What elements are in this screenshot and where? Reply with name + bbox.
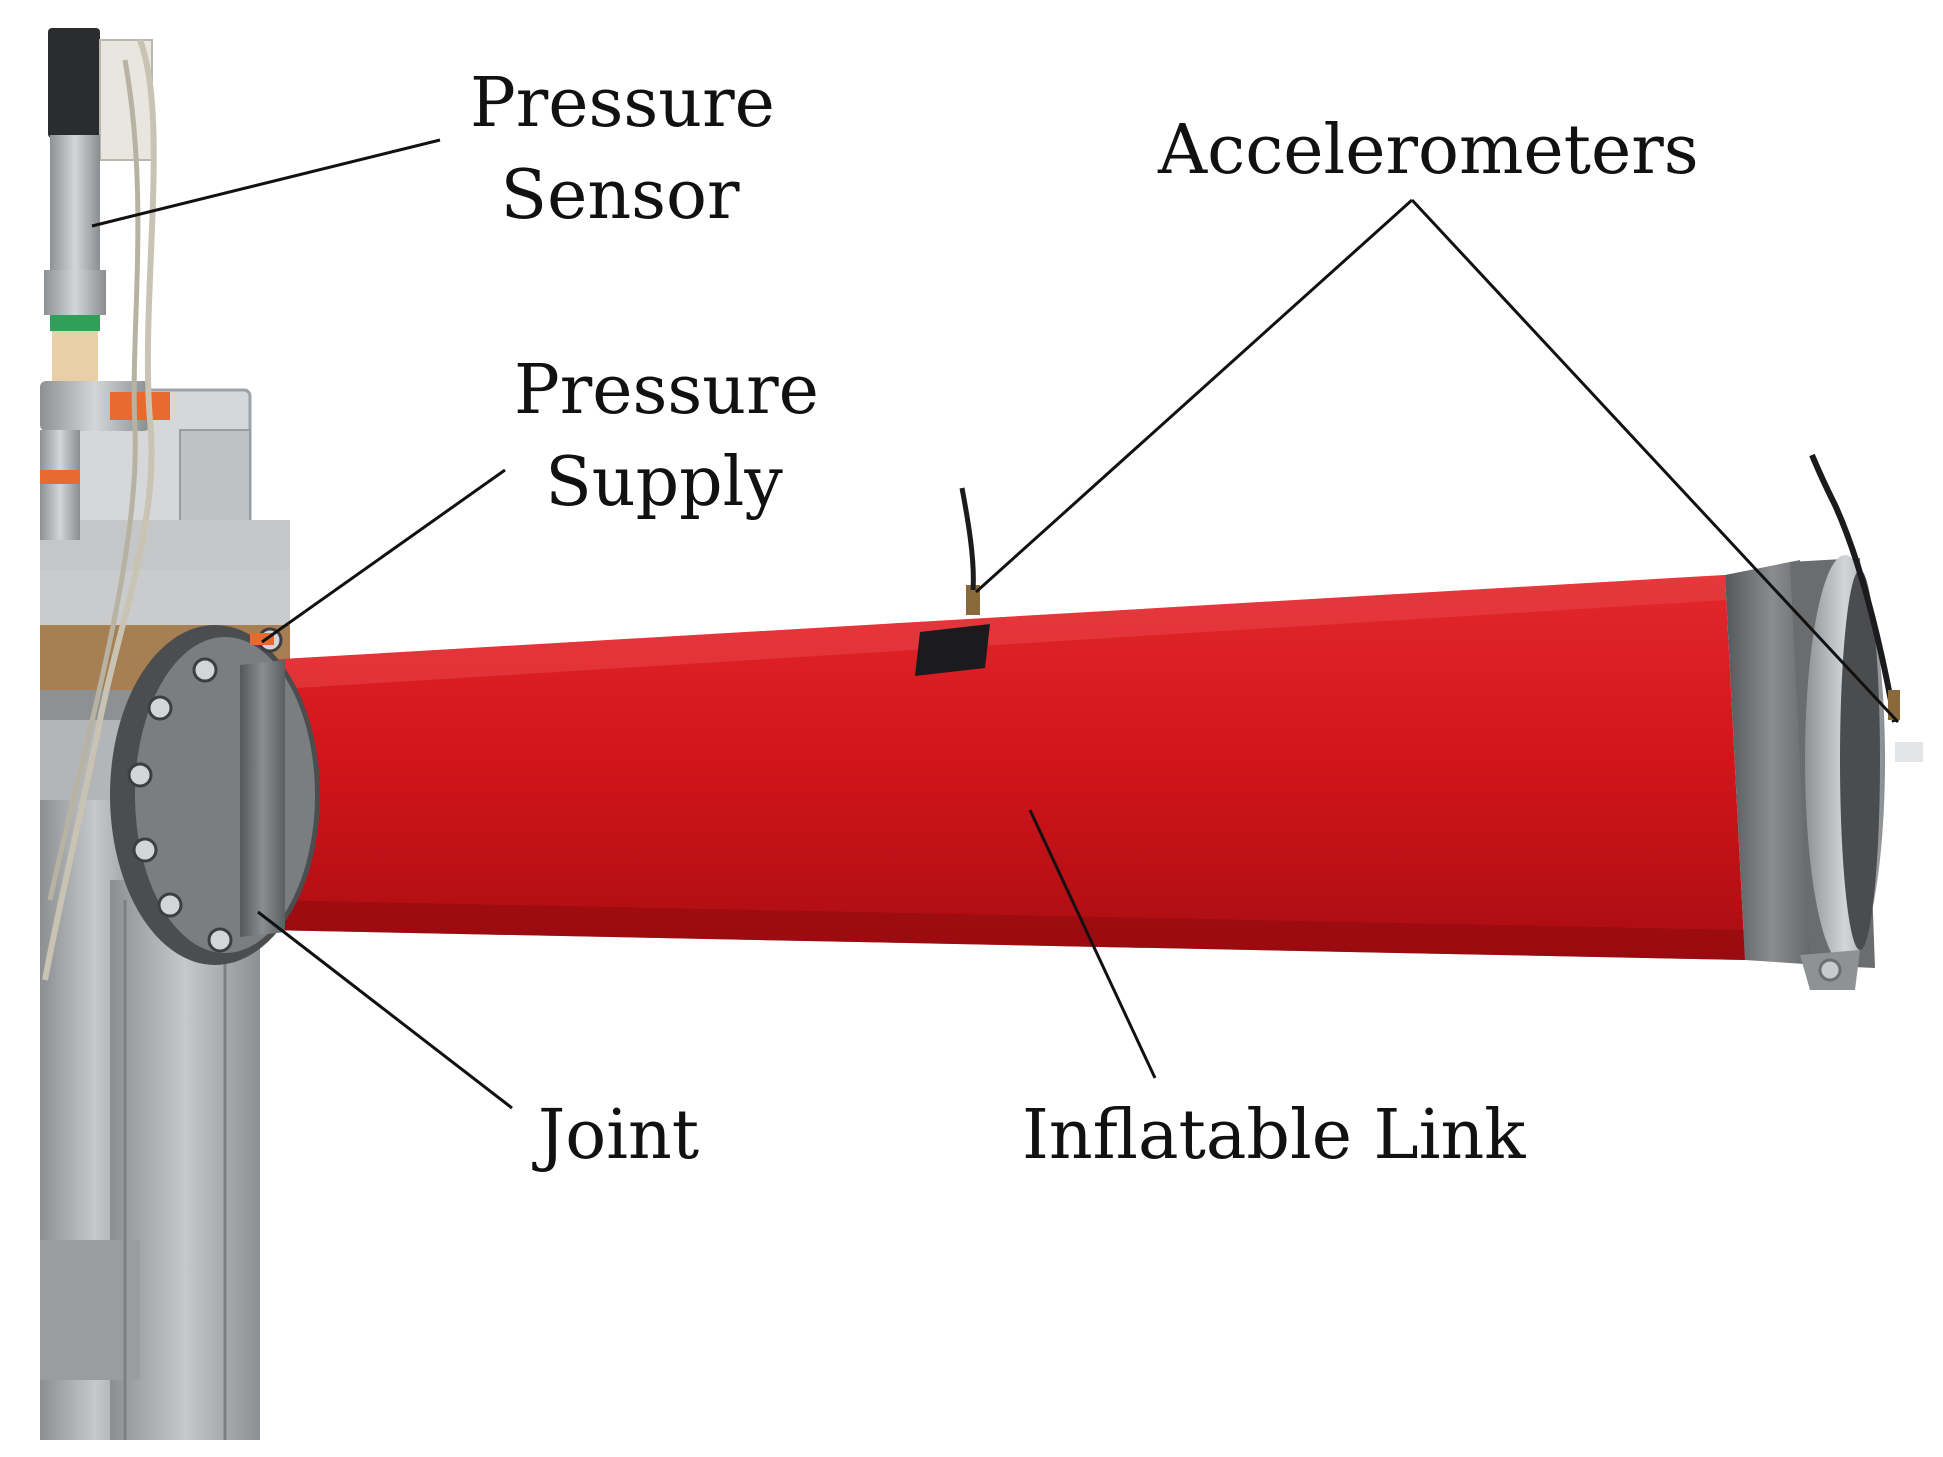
leader-line-accelerometer-mid xyxy=(974,198,1414,594)
label-pressure-supply-line-2: Supply xyxy=(545,443,783,522)
inflatable-link-tube xyxy=(265,575,1745,960)
leader-line-joint xyxy=(257,910,513,1110)
label-pressure-sensor-line-2: Sensor xyxy=(500,156,740,235)
label-joint: Joint xyxy=(538,1096,700,1175)
leader-line-inflatable-link xyxy=(1028,809,1157,1079)
label-pressure-sensor-line-1: Pressure xyxy=(470,64,775,143)
label-pressure-supply: Pressure Supply xyxy=(514,345,819,529)
label-pressure-sensor: Pressure Sensor xyxy=(470,58,775,242)
mid-accelerometer xyxy=(915,487,990,676)
label-inflatable-link: Inflatable Link xyxy=(1022,1096,1526,1175)
pressure-sensor xyxy=(40,28,170,981)
end-cap xyxy=(1725,453,1923,990)
leader-line-accelerometer-end xyxy=(1410,198,1900,724)
label-accelerometers: Accelerometers xyxy=(1158,111,1699,190)
leader-line-pressure-sensor xyxy=(91,138,441,228)
leader-line-pressure-supply xyxy=(261,468,506,644)
joint-assembly xyxy=(110,625,320,965)
leader-lines xyxy=(91,138,1900,1110)
label-pressure-supply-line-1: Pressure xyxy=(514,351,819,430)
